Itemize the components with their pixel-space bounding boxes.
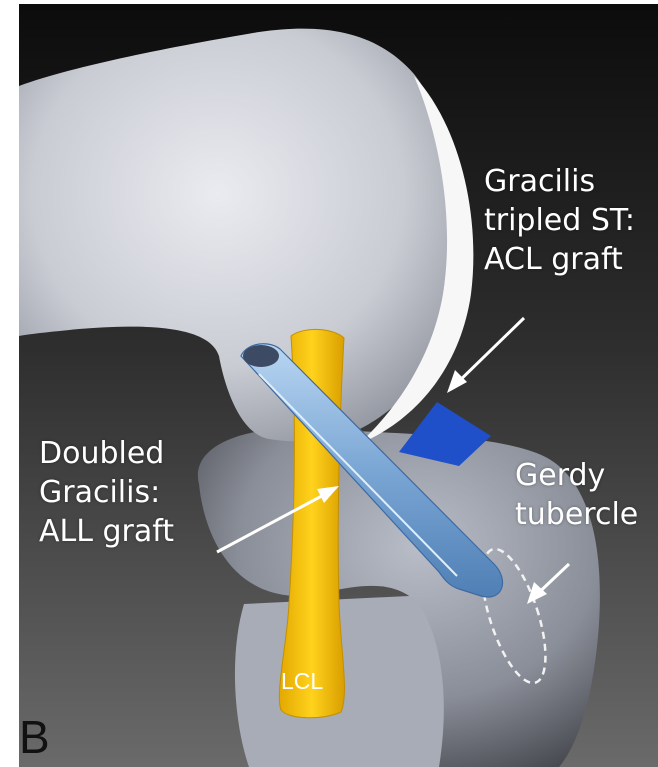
fibula-shape [235, 594, 459, 767]
all-graft-label: Doubled Gracilis: ALL graft [39, 434, 174, 551]
gerdy-label-line-2: tubercle [515, 495, 638, 534]
gerdy-tubercle-label: Gerdy tubercle [515, 456, 638, 534]
acl-graft-label: Gracilis tripled ST: ACL graft [484, 162, 635, 279]
acl-label-line-1: Gracilis [484, 162, 635, 201]
gerdy-label-line-1: Gerdy [515, 456, 638, 495]
all-label-line-1: Doubled [39, 434, 174, 473]
acl-label-line-3: ACL graft [484, 240, 635, 279]
all-label-line-2: Gracilis: [39, 473, 174, 512]
lcl-label: LCL [281, 668, 323, 695]
panel-letter: B [19, 712, 50, 762]
knee-illustration: Gracilis tripled ST: ACL graft Doubled G… [19, 4, 658, 767]
acl-label-line-2: tripled ST: [484, 201, 635, 240]
femoral-tunnel [243, 345, 279, 367]
knee-scene [19, 4, 658, 767]
all-label-line-3: ALL graft [39, 512, 174, 551]
